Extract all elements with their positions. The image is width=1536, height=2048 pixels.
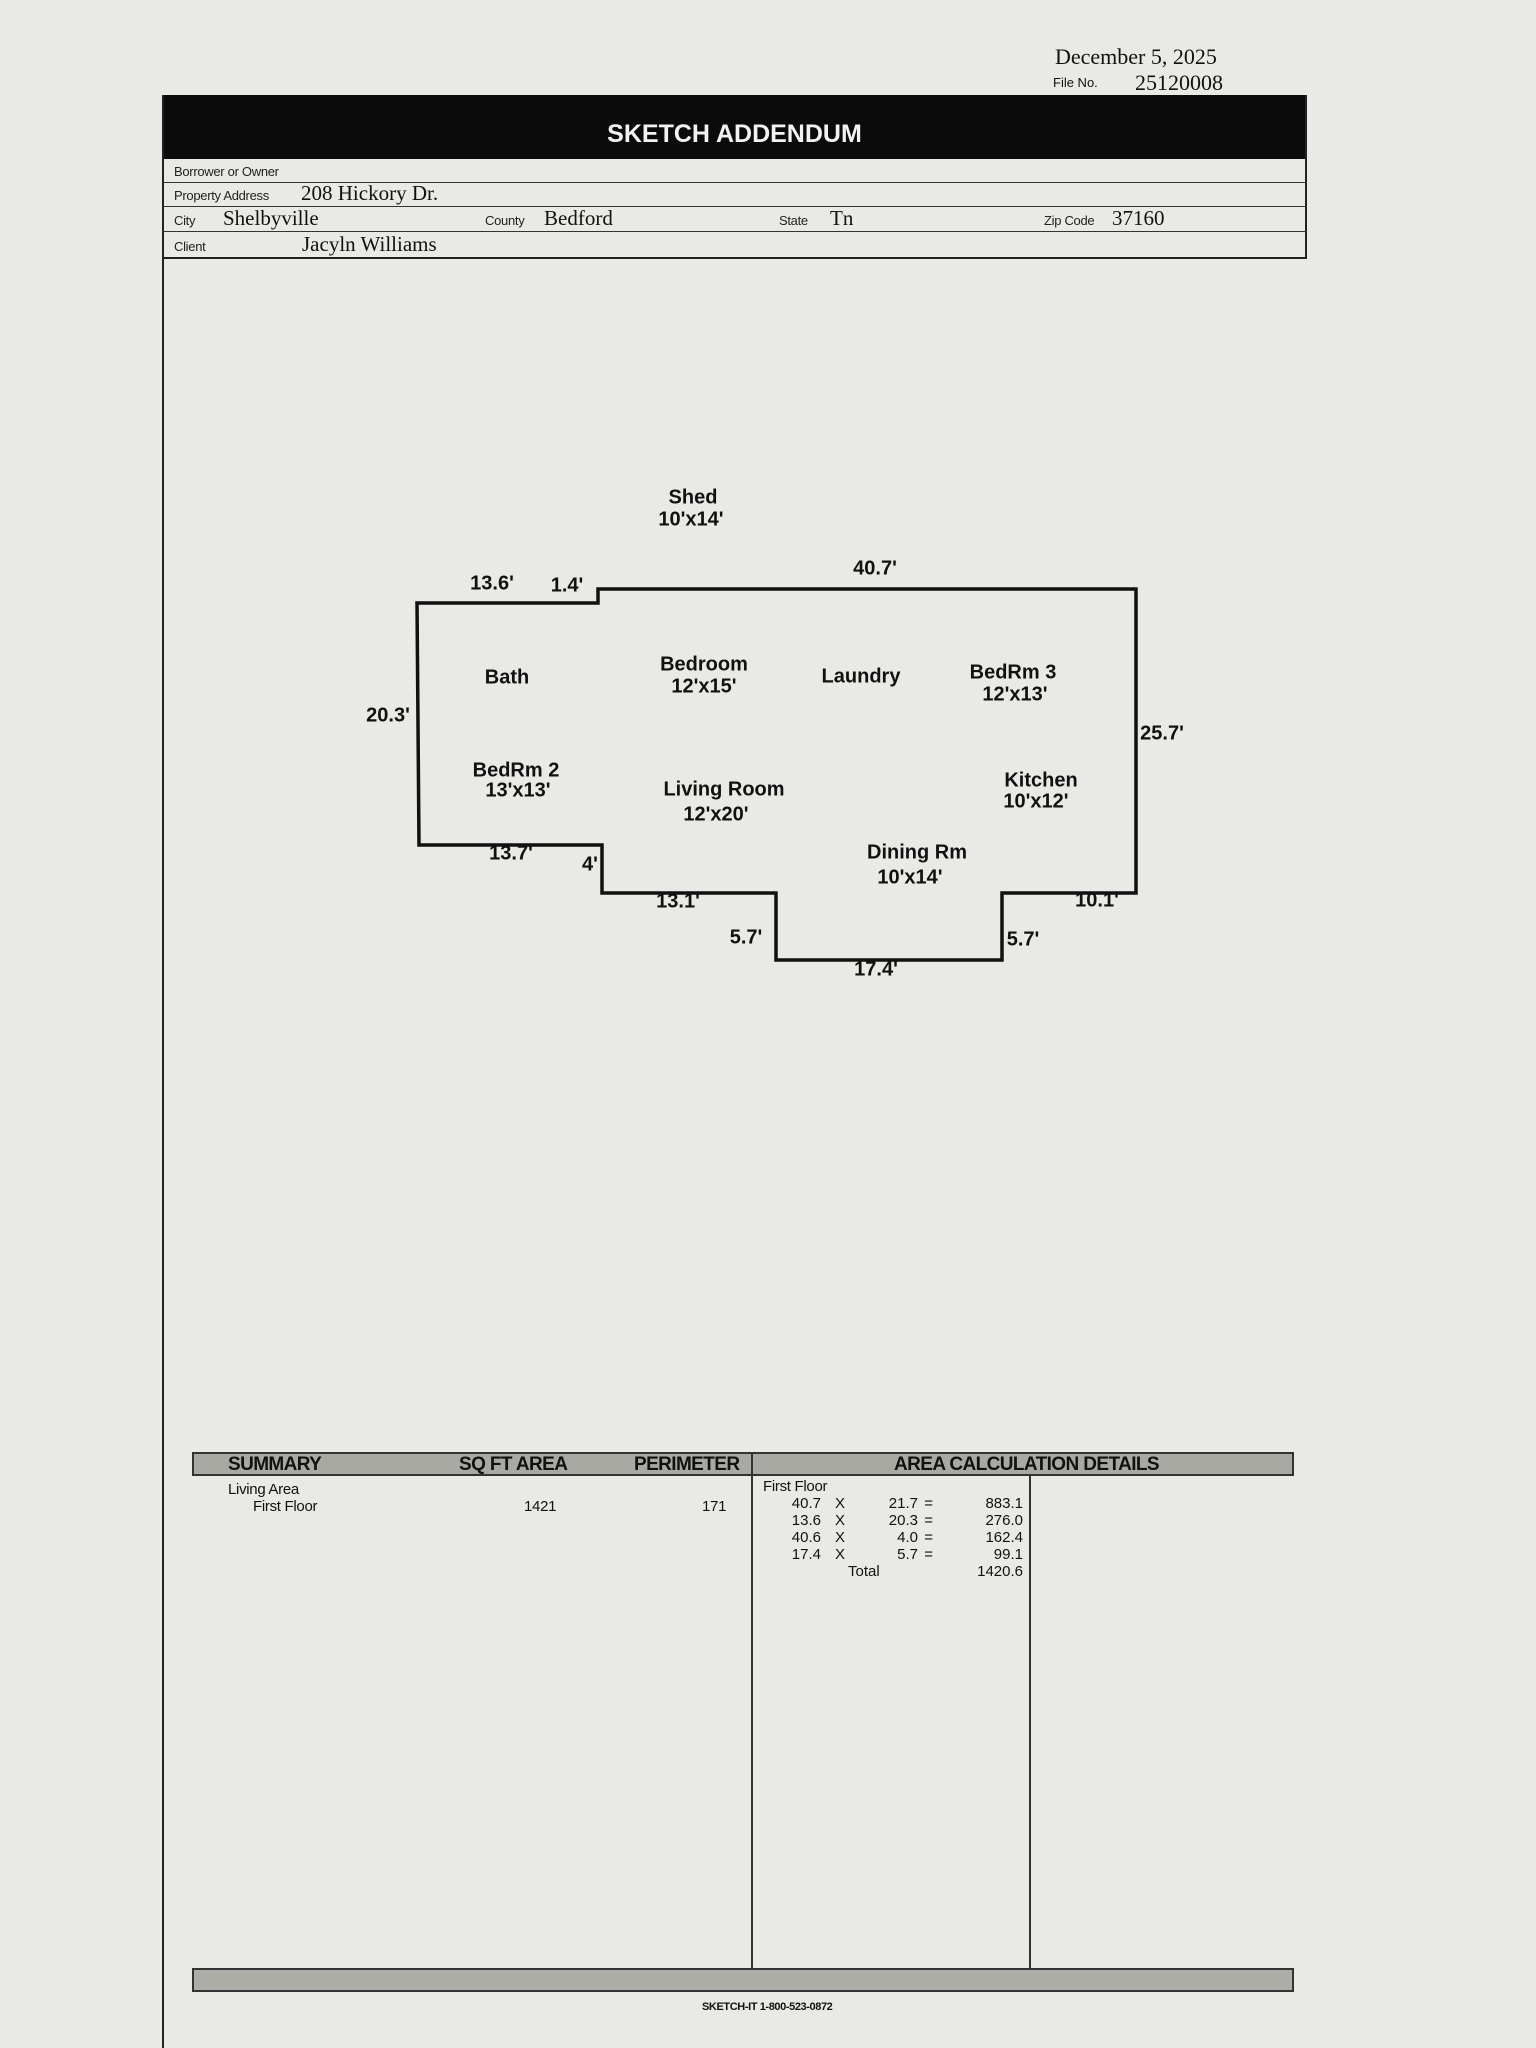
zip-value: 37160 xyxy=(1112,206,1165,230)
summary-header-sqft: SQ FT AREA xyxy=(459,1454,568,1475)
room-size: 12'x13' xyxy=(982,683,1048,706)
calc-total: Total xyxy=(848,1563,880,1580)
wall-dimension: 17.4' xyxy=(854,958,898,981)
calc-cell: 20.3 xyxy=(888,1512,918,1529)
file-no-label: File No. xyxy=(1053,75,1098,90)
room-name: Dining Rm xyxy=(867,841,967,864)
calc-cell: = xyxy=(924,1495,933,1512)
summary-header-summary: SUMMARY xyxy=(228,1454,322,1475)
room-name: Kitchen xyxy=(1004,769,1078,792)
calc-cell: X xyxy=(834,1546,845,1563)
calc-cell: 883.1 xyxy=(985,1495,1023,1512)
calc-cell: 40.7 xyxy=(791,1495,821,1512)
client-row: Client Jacyln Williams xyxy=(162,232,1307,259)
city-row: City Shelbyville County Bedford State Tn… xyxy=(162,206,1307,232)
calc-cell: 40.6 xyxy=(791,1529,821,1546)
address-value: 208 Hickory Dr. xyxy=(301,181,439,205)
state-value: Tn xyxy=(830,206,854,230)
summary-floor: First Floor xyxy=(253,1498,318,1515)
report-date: December 5, 2025 xyxy=(1055,44,1217,69)
details-floor: First Floor xyxy=(763,1478,828,1495)
city-value: Shelbyville xyxy=(223,206,319,230)
client-value: Jacyln Williams xyxy=(302,232,437,256)
room-name: Bath xyxy=(484,666,530,689)
calc-cell: X xyxy=(834,1495,845,1512)
file-no: 25120008 xyxy=(1135,70,1223,95)
summary-category: Living Area xyxy=(228,1481,299,1498)
room-size: 12'x15' xyxy=(671,675,737,698)
county-value: Bedford xyxy=(544,206,613,230)
calc-cell: 13.6 xyxy=(791,1512,821,1529)
room-name: Living Room xyxy=(663,778,785,801)
calc-cell: 17.4 xyxy=(791,1546,821,1563)
wall-dimension: 20.3' xyxy=(366,704,410,727)
room-name: Shed xyxy=(668,486,718,509)
page-border xyxy=(1305,95,1307,259)
footer-text: SKETCH-IT 1-800-523-0872 xyxy=(702,2001,833,2013)
room-name: Bedroom xyxy=(660,653,748,676)
calc-cell: = xyxy=(924,1512,933,1529)
calc-cell: 276.0 xyxy=(985,1512,1023,1529)
room-size: 10'x12' xyxy=(1003,790,1069,813)
client-label: Client xyxy=(174,239,206,254)
calc-total-row: Total 1420.6 xyxy=(763,1563,1023,1580)
calc-total: 1420.6 xyxy=(977,1563,1023,1580)
room-size: 10'x14' xyxy=(658,508,724,531)
zip-label: Zip Code xyxy=(1044,213,1095,228)
wall-dimension: 25.7' xyxy=(1140,722,1184,745)
wall-dimension: 40.7' xyxy=(853,557,897,580)
calc-cell: = xyxy=(924,1529,933,1546)
calc-cell: X xyxy=(834,1512,845,1529)
wall-dimension: 13.6' xyxy=(470,572,514,595)
room-name: Laundry xyxy=(821,665,901,688)
calc-cell: 162.4 xyxy=(985,1529,1023,1546)
room-name: BedRm 2 xyxy=(472,759,560,782)
calc-row: 13.6 X 20.3 = 276.0 xyxy=(763,1512,1023,1529)
room-name: BedRm 3 xyxy=(969,661,1057,684)
bottom-bar xyxy=(192,1968,1294,1992)
room-size: 13'x13' xyxy=(485,779,551,802)
wall-dimension: 4' xyxy=(582,853,598,876)
summary-perimeter: 171 xyxy=(702,1498,727,1515)
wall-dimension: 5.7' xyxy=(729,926,763,949)
wall-dimension: 10.1' xyxy=(1075,889,1119,912)
wall-dimension: 13.7' xyxy=(489,842,533,865)
calc-cell: 99.1 xyxy=(993,1546,1023,1563)
wall-dimension: 1.4' xyxy=(550,574,584,597)
county-label: County xyxy=(485,213,525,228)
city-label: City xyxy=(174,213,196,228)
floor-plan-walls xyxy=(415,587,1138,962)
summary-header-perimeter: PERIMETER xyxy=(634,1454,740,1475)
calc-cell: X xyxy=(834,1529,845,1546)
summary-header: SUMMARY SQ FT AREA PERIMETER AREA CALCUL… xyxy=(192,1452,1294,1476)
wall-dimension: 5.7' xyxy=(1006,928,1040,951)
room-size: 10'x14' xyxy=(877,866,943,889)
page-title: SKETCH ADDENDUM xyxy=(607,120,862,148)
calc-row: 40.6 X 4.0 = 162.4 xyxy=(763,1529,1023,1546)
calc-cell: 5.7 xyxy=(897,1546,918,1563)
calc-cell: = xyxy=(924,1546,933,1563)
column-divider xyxy=(751,1452,753,1968)
page-border xyxy=(162,95,164,2048)
wall-dimension: 13.1' xyxy=(656,890,700,913)
column-divider xyxy=(1029,1476,1031,1968)
title-bar: SKETCH ADDENDUM xyxy=(162,95,1307,159)
calc-cell: 4.0 xyxy=(897,1529,918,1546)
state-label: State xyxy=(779,213,808,228)
calc-cell: 21.7 xyxy=(888,1495,918,1512)
borrower-label: Borrower or Owner xyxy=(174,164,279,179)
calc-row: 17.4 X 5.7 = 99.1 xyxy=(763,1546,1023,1563)
borrower-row: Borrower or Owner xyxy=(162,159,1307,183)
summary-sqft: 1421 xyxy=(524,1498,557,1515)
address-label: Property Address xyxy=(174,188,269,203)
room-size: 12'x20' xyxy=(683,803,749,826)
address-row: Property Address 208 Hickory Dr. xyxy=(162,181,1307,207)
calc-row: 40.7 X 21.7 = 883.1 xyxy=(763,1495,1023,1512)
summary-header-details: AREA CALCULATION DETAILS xyxy=(894,1454,1160,1475)
